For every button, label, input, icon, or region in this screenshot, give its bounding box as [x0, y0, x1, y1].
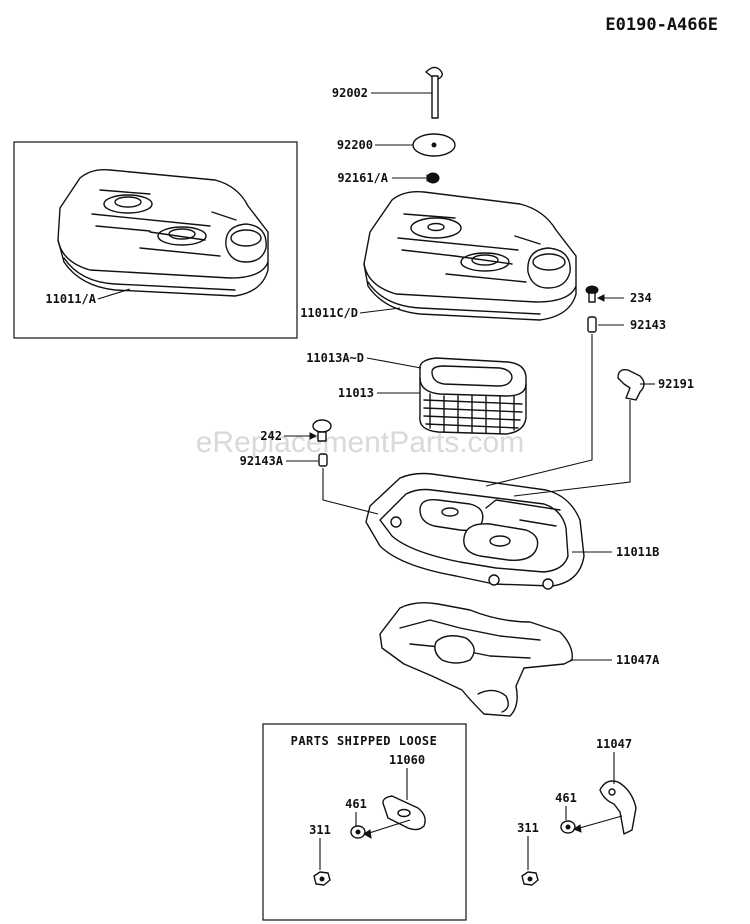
- label-92161A: 92161/A: [337, 171, 388, 185]
- label-92143: 92143: [630, 318, 666, 332]
- collar-92143A-drawing: [318, 453, 328, 467]
- alt-cover-frame: [13, 141, 298, 339]
- bracket-11047-drawing: [599, 780, 637, 835]
- label-461-right: 461: [555, 791, 577, 805]
- label-92143A: 92143A: [240, 454, 284, 468]
- cover-11011A-drawing: [57, 168, 269, 297]
- plate-11047A-drawing: [379, 601, 573, 717]
- base-11011B-drawing: [365, 472, 585, 590]
- label-11011B: 11011B: [616, 545, 659, 559]
- leader-lines: [97, 92, 655, 870]
- label-11011A: 11011/A: [45, 292, 96, 306]
- label-311-right: 311: [517, 821, 539, 835]
- label-242: 242: [260, 429, 282, 443]
- label-11047: 11047: [596, 737, 632, 751]
- label-92191: 92191: [658, 377, 694, 391]
- label-11011CD: 11011C/D: [300, 306, 358, 320]
- label-11013AD: 11013A~D: [306, 351, 364, 365]
- label-461-left: 461: [345, 797, 367, 811]
- nut-311-right-drawing: [521, 871, 539, 886]
- gasket-11060-drawing: [382, 795, 426, 831]
- cover-11011CD-drawing: [363, 190, 577, 321]
- loose-parts-title: PARTS SHIPPED LOOSE: [291, 734, 438, 748]
- diagram-code: E0190-A466E: [605, 15, 718, 35]
- collar-92143-drawing: [587, 316, 597, 333]
- hose-92191-drawing: [617, 368, 645, 401]
- bolt-242-drawing: [312, 419, 332, 442]
- label-11047A: 11047A: [616, 653, 660, 667]
- washer-92200-drawing: [412, 133, 456, 157]
- bolt-92002-drawing: [425, 66, 443, 119]
- loose-parts-frame: [262, 723, 467, 921]
- label-11060: 11060: [389, 753, 425, 767]
- washer-461-left-drawing: [350, 825, 366, 839]
- filter-11013-drawing: [419, 357, 527, 435]
- label-311-left: 311: [309, 823, 331, 837]
- label-92002: 92002: [332, 86, 368, 100]
- label-92200: 92200: [337, 138, 373, 152]
- label-11013: 11013: [338, 386, 374, 400]
- bolt-234-drawing: [585, 285, 599, 303]
- washer-461-right-drawing: [560, 820, 576, 834]
- nut-311-left-drawing: [313, 871, 331, 886]
- label-234: 234: [630, 291, 652, 305]
